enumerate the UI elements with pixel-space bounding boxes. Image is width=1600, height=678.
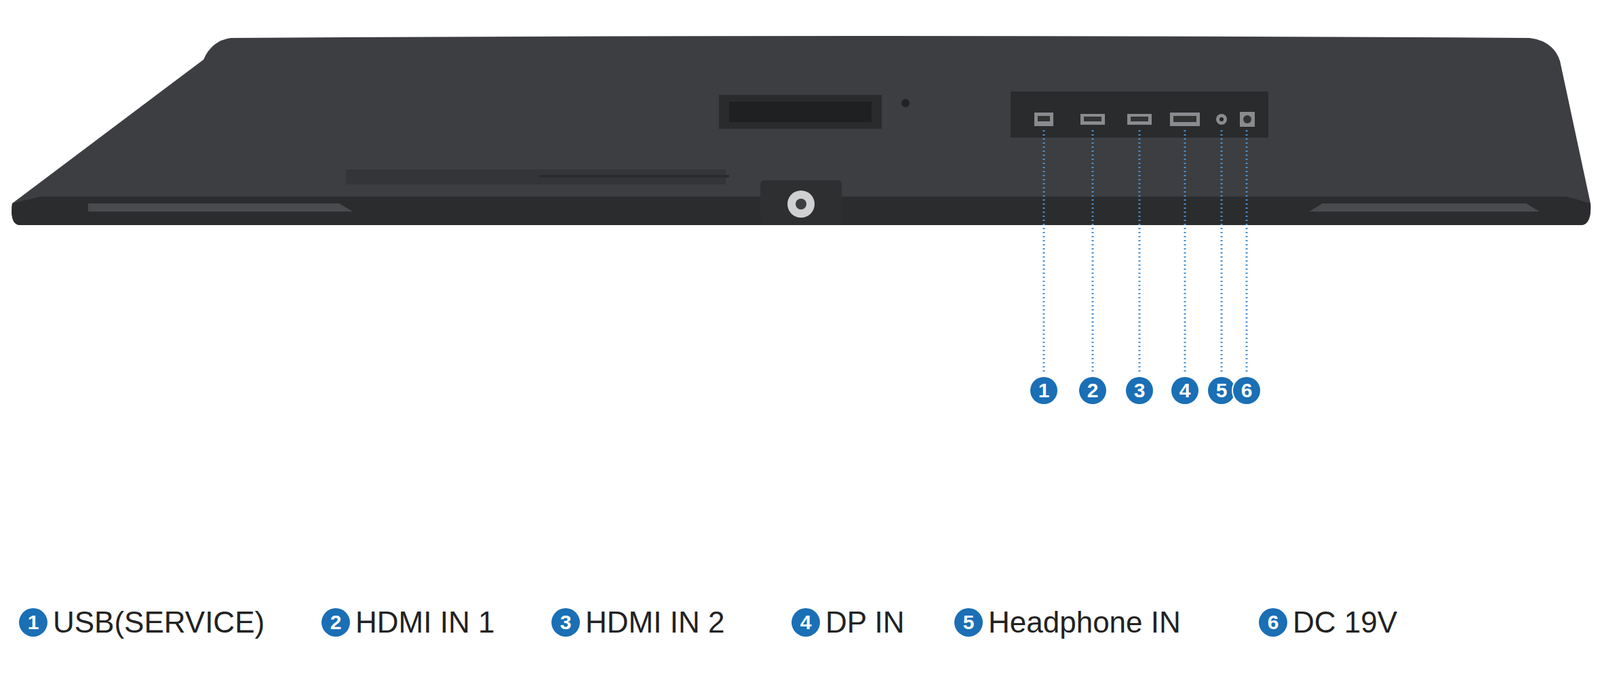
joystick: [787, 190, 815, 218]
joystick-center: [795, 198, 807, 210]
callout-number: 4: [1171, 377, 1199, 405]
callout-text: 6: [1241, 380, 1253, 401]
usb-port: [1034, 112, 1054, 127]
callout-number: 5: [1207, 377, 1236, 405]
callout-number: 5: [954, 608, 983, 637]
hdmi-port-inner: [1130, 116, 1149, 122]
vent: [539, 174, 730, 178]
callout-number: 3: [551, 608, 580, 637]
port-name: DP IN: [825, 605, 905, 640]
callout-number: 4: [791, 608, 821, 637]
hdmi-port: [1127, 113, 1152, 125]
port-name: DC 19V: [1292, 605, 1398, 640]
stand-slot-inner: [729, 101, 872, 123]
port-legend-item: 1 USB(SERVICE): [18, 605, 265, 640]
screw-hole: [901, 99, 910, 108]
callout-text: 5: [963, 611, 975, 635]
callout-text: 6: [1267, 611, 1280, 635]
callout-number: 1: [18, 608, 48, 637]
joystick-housing: [760, 180, 842, 226]
callout-number: 6: [1233, 377, 1261, 405]
callout-text: 3: [1134, 380, 1146, 401]
callout-number: 6: [1258, 608, 1288, 637]
port-name: USB(SERVICE): [52, 605, 265, 640]
dp-port-inner: [1173, 115, 1197, 123]
callout-number: 3: [1125, 377, 1154, 405]
port-name: HDMI IN 2: [585, 605, 725, 640]
headphone-jack-inner: [1219, 117, 1224, 122]
port-legend-item: 3 HDMI IN 2: [551, 605, 725, 640]
dc-port: [1239, 111, 1255, 127]
callout-text: 5: [1216, 380, 1228, 401]
callout-text: 1: [27, 611, 40, 635]
callout-text: 4: [800, 611, 812, 635]
edge-detail: [88, 203, 353, 212]
dc-port-inner: [1243, 115, 1252, 124]
port-legend-item: 5 Headphone IN: [954, 605, 1181, 640]
port-legend-item: 2 HDMI IN 1: [321, 605, 495, 640]
port-name: HDMI IN 1: [355, 605, 495, 640]
port-legend-item: 6 DC 19V: [1258, 605, 1398, 640]
hdmi-port-inner: [1083, 116, 1102, 122]
callout-number: 2: [1079, 377, 1107, 405]
usb-port-inner: [1037, 115, 1050, 122]
monitor-body: [11, 35, 1591, 226]
leader-lines: [1043, 130, 1247, 374]
callout-text: 4: [1179, 380, 1192, 401]
hdmi-port: [1080, 113, 1105, 125]
port-name: Headphone IN: [988, 605, 1181, 640]
port-legend-item: 4 DP IN: [791, 605, 905, 640]
callout-text: 3: [560, 611, 572, 635]
stand-slot: [718, 94, 882, 129]
callout-number: 2: [321, 608, 350, 637]
callout-text: 1: [1038, 380, 1050, 401]
headphone-jack: [1216, 113, 1227, 125]
callout-text: 2: [1087, 380, 1099, 401]
dp-port: [1169, 112, 1200, 127]
callout-text: 2: [330, 611, 342, 635]
edge-detail: [1309, 203, 1540, 212]
callout-number: 1: [1030, 377, 1058, 405]
